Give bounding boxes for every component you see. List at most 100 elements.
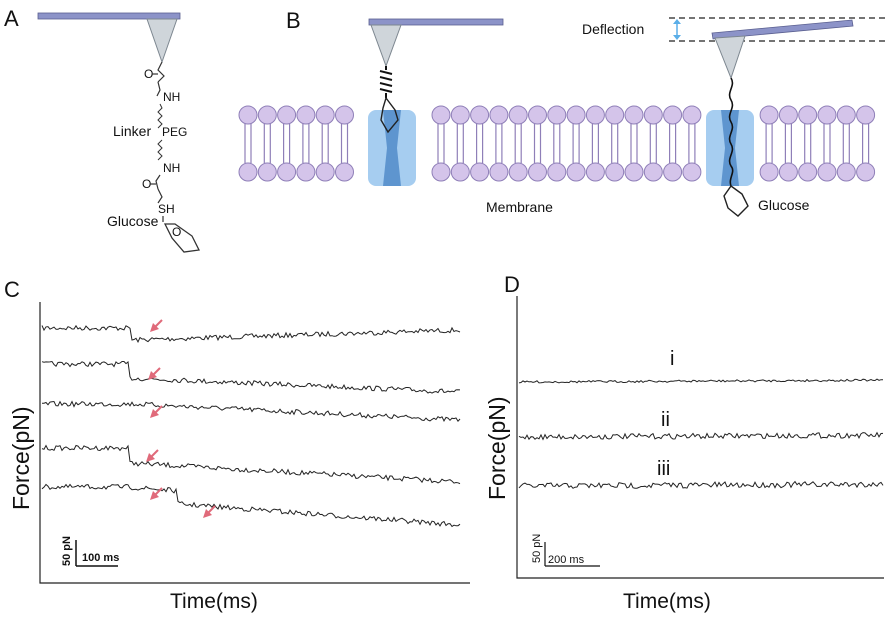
lipid-pair <box>663 105 683 182</box>
lipid-pair <box>315 105 335 182</box>
chem-nh-1: NH <box>163 90 180 104</box>
lipid-head <box>450 162 470 182</box>
lipid-head <box>566 105 586 125</box>
chem-o-2: O <box>142 177 151 191</box>
lipid-pair <box>566 105 586 182</box>
scalebar-c-y-label: 50 pN <box>61 536 73 566</box>
lipid-pair <box>778 105 798 182</box>
transition-arrow-head <box>146 453 155 462</box>
lipid-head <box>663 105 683 125</box>
lipid-head <box>585 162 605 182</box>
force-trace-d-1 <box>518 378 884 384</box>
panel-b-letter: B <box>286 8 301 33</box>
lipid-pair <box>238 105 258 182</box>
lipid-head <box>682 105 702 125</box>
lipid-pair <box>605 105 625 182</box>
lipid-pair <box>528 105 547 182</box>
lipid-head <box>605 162 625 182</box>
afm-cantilever <box>37 12 181 20</box>
transition-arrow-head <box>150 491 159 500</box>
lipid-head <box>257 105 277 125</box>
afm-tip <box>146 18 178 64</box>
lipid-pair <box>585 105 605 182</box>
panel-d-xlabel: Time(ms) <box>623 590 711 613</box>
force-trace-c-3 <box>41 400 461 423</box>
force-trace-c-5 <box>41 483 461 528</box>
scalebar-c-x-label: 100 ms <box>82 552 119 564</box>
linker-bond <box>155 174 161 190</box>
lipid-head <box>315 105 335 125</box>
lipid-head <box>856 105 876 125</box>
lipid-pair <box>470 105 490 182</box>
lipid-pair <box>836 105 856 182</box>
lipid-head <box>315 162 335 182</box>
lipid-pair <box>624 105 644 182</box>
panel-c-traces <box>41 324 461 528</box>
panel-d-traces <box>518 378 884 489</box>
lipid-pair <box>431 105 451 182</box>
chem-o-1: O <box>144 67 153 81</box>
channel-core <box>383 110 401 186</box>
lipid-head <box>605 105 625 125</box>
lipid-head <box>296 162 316 182</box>
chem-peg: PEG <box>162 125 187 139</box>
lipid-head <box>508 105 528 125</box>
scalebar-d-y-label: 50 pN <box>531 534 543 563</box>
transition-arrow-head <box>148 371 157 380</box>
lipid-head <box>856 162 876 182</box>
afm-cantilever-left <box>368 18 504 26</box>
glucose-ring <box>163 223 200 253</box>
deflection-arrow-head-down <box>673 35 681 40</box>
lipid-pair <box>489 105 509 182</box>
lipid-head <box>489 162 509 182</box>
lipid-head <box>277 162 297 182</box>
panel-c-ylabel: Force(pN) <box>8 406 34 510</box>
lipid-head <box>528 162 547 182</box>
lipid-pair <box>643 105 663 182</box>
lipid-head <box>836 162 856 182</box>
lipid-head <box>238 105 258 125</box>
lipid-head <box>798 105 818 125</box>
linker-bond <box>157 188 163 204</box>
lipid-head <box>682 162 702 182</box>
chem-sh: SH <box>158 202 175 216</box>
lipid-head <box>817 162 837 182</box>
lipid-head <box>489 105 509 125</box>
lipid-pair <box>856 105 876 182</box>
trace-label-ii: ii <box>661 409 670 431</box>
lipid-pair <box>682 105 702 182</box>
trace-label-i: i <box>670 348 674 370</box>
force-trace-d-2 <box>518 431 884 441</box>
panel-c-arrows <box>146 319 216 518</box>
lipid-head <box>836 105 856 125</box>
lipid-head <box>759 105 779 125</box>
afm-cantilever-right-deflected <box>711 19 854 40</box>
lipid-head <box>470 105 490 125</box>
lipid-head <box>643 105 663 125</box>
force-trace-d-3 <box>518 480 884 489</box>
linker-through-channel <box>728 77 734 187</box>
lipid-pair <box>759 105 779 182</box>
transition-arrow-head <box>203 509 212 518</box>
lipid-pair <box>277 105 297 182</box>
lipid-head <box>585 105 605 125</box>
lipid-head <box>431 162 451 182</box>
lipid-head <box>238 162 258 182</box>
panel-d-axes <box>516 296 884 579</box>
lipid-head <box>663 162 683 182</box>
lipid-head <box>624 105 644 125</box>
scalebar-d-x-label: 200 ms <box>548 554 585 566</box>
afm-tip-left <box>370 24 402 68</box>
lipid-pair <box>508 105 528 182</box>
lipid-head <box>643 162 663 182</box>
glucose-label-a: Glucose <box>107 213 159 229</box>
panel-a: A O NH Linker PEG NH O SH Glucose O <box>4 6 200 253</box>
lipid-head <box>335 162 354 182</box>
channel-protein-right <box>706 110 754 186</box>
channel-protein-left <box>368 110 416 186</box>
lipid-head <box>778 105 798 125</box>
glucose-ring-right <box>723 185 749 217</box>
lipid-pair <box>798 105 818 182</box>
afm-tip-right <box>714 35 746 80</box>
